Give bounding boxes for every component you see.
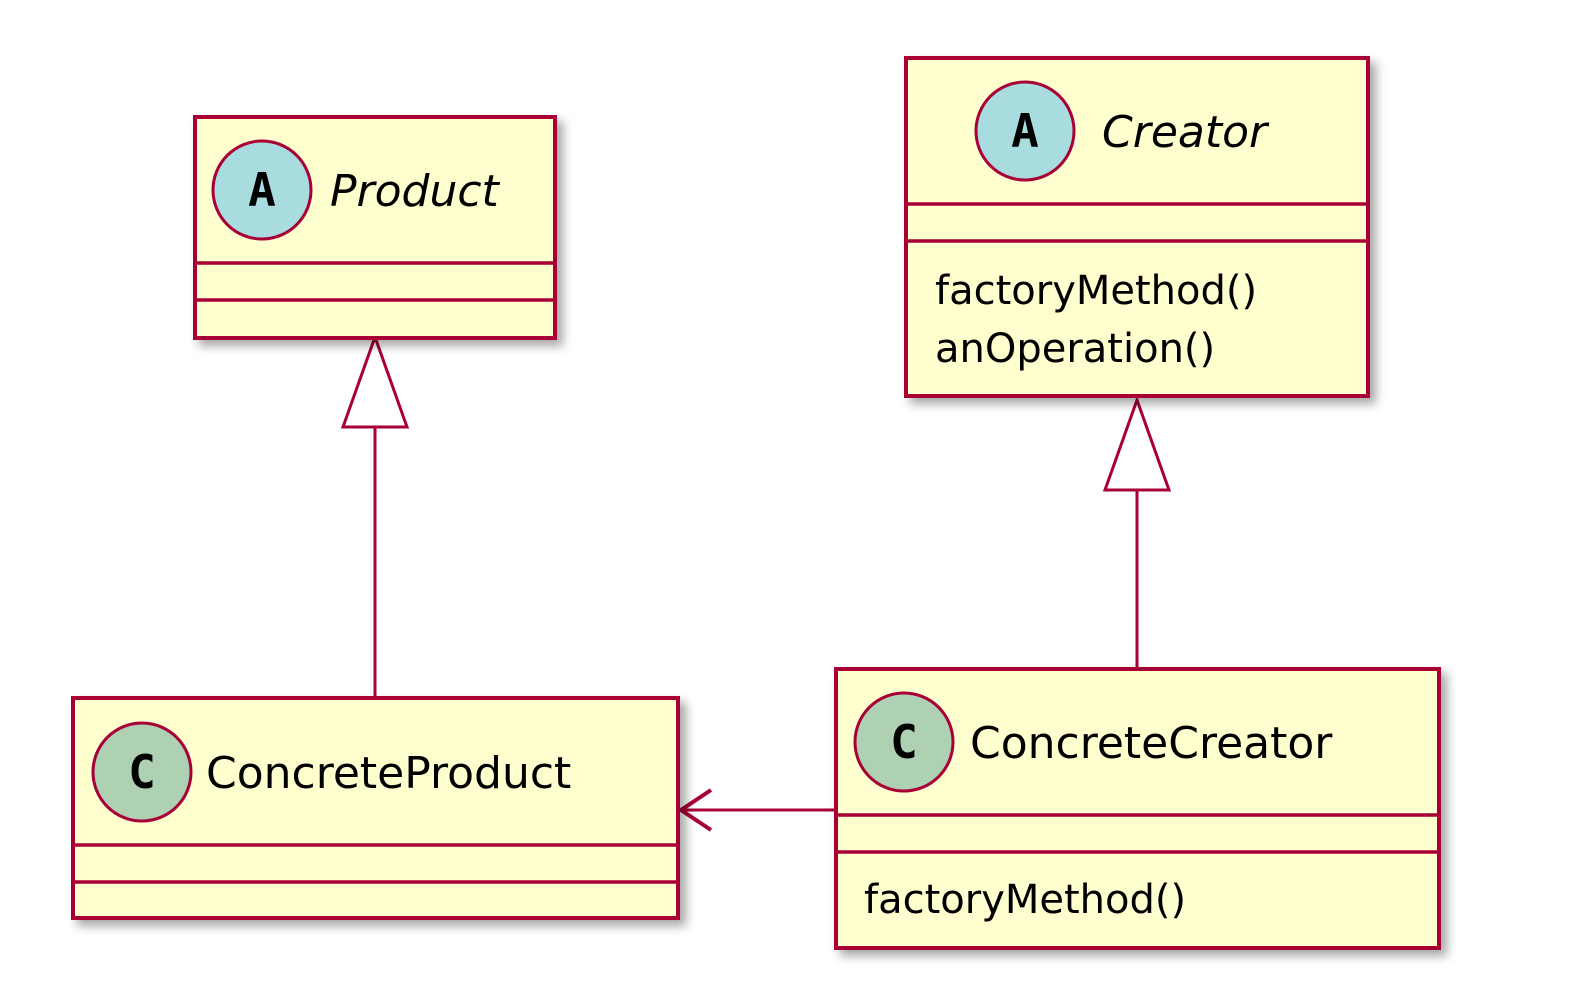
class-product[interactable]: A Product (193, 115, 557, 340)
inheritance-arrowhead (340, 332, 410, 429)
method-label: factoryMethod() (864, 877, 1186, 923)
abstract-badge-letter: A (1011, 104, 1039, 158)
class-concrete-product[interactable]: C ConcreteProduct (71, 696, 680, 920)
class-badge (91, 721, 193, 823)
class-concrete-creator[interactable]: C ConcreteCreator factoryMethod() (834, 667, 1441, 950)
inheritance-creator (1102, 395, 1172, 669)
inheritance-arrowhead (1102, 395, 1172, 492)
association-creator-to-product (677, 788, 837, 832)
class-badge-letter: C (890, 715, 918, 769)
inheritance-product (340, 332, 410, 698)
method-label: factoryMethod() (935, 268, 1257, 314)
class-name: Product (330, 166, 501, 217)
class-name: ConcreteProduct (206, 748, 571, 799)
association-arrowhead (677, 788, 713, 832)
class-badge (853, 691, 955, 793)
class-name: Creator (1102, 107, 1270, 158)
method-label: anOperation() (935, 326, 1215, 372)
class-creator[interactable]: A Creator factoryMethod() anOperation() (904, 56, 1370, 398)
abstract-badge (211, 139, 313, 241)
class-badge-letter: C (128, 745, 156, 799)
abstract-badge-letter: A (248, 163, 276, 217)
abstract-badge (974, 80, 1076, 182)
class-name: ConcreteCreator (970, 718, 1333, 769)
